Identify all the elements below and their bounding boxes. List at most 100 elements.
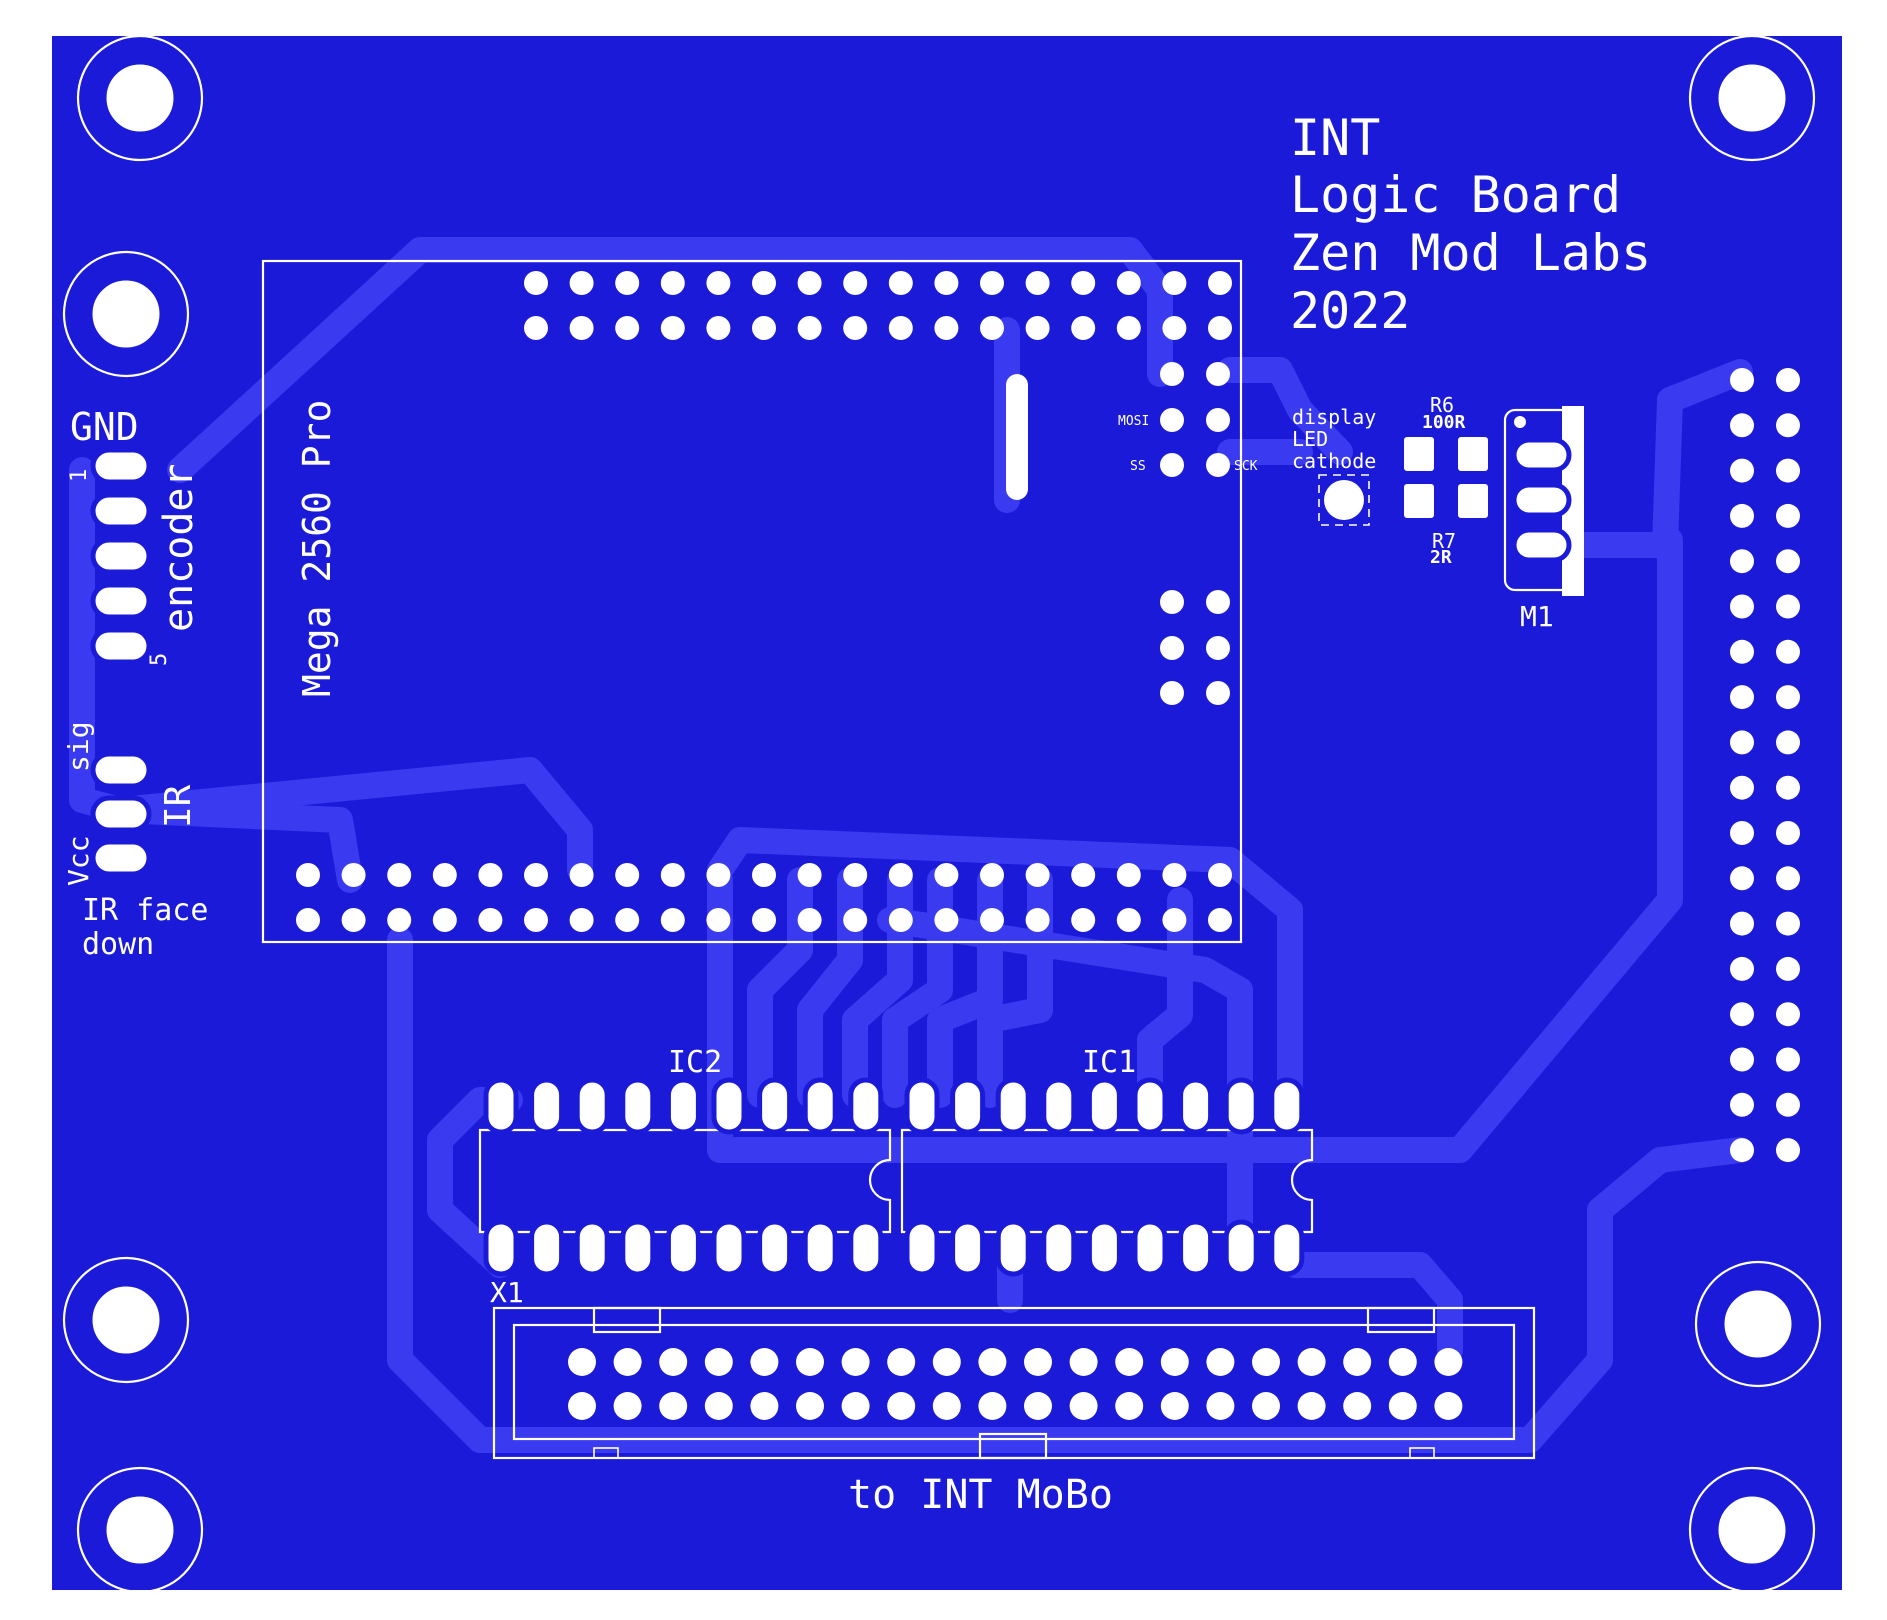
mcu-pin-pad bbox=[1160, 362, 1184, 386]
mcu-pin-pad bbox=[1208, 908, 1232, 932]
mounting-hole bbox=[87, 275, 165, 353]
ir-label: IR bbox=[158, 784, 199, 828]
ic1: IC1 bbox=[900, 1045, 1314, 1234]
mcu-pin-pad bbox=[843, 271, 868, 295]
mcu-pin-pad bbox=[1071, 271, 1096, 295]
mcu-pin-pad bbox=[752, 863, 776, 887]
ic2-label: IC2 bbox=[668, 1045, 722, 1080]
connector-pads bbox=[568, 1348, 1463, 1420]
mcu-pin-pad bbox=[296, 863, 320, 887]
mcu-pin-pad bbox=[843, 863, 868, 887]
mcu-outline bbox=[261, 259, 1243, 944]
ir-vcc-label: Vcc bbox=[62, 835, 95, 886]
display-label-line-3: cathode bbox=[1292, 449, 1376, 473]
mcu-label: Mega 2560 Pro bbox=[295, 400, 339, 697]
connector-pad bbox=[1343, 1348, 1372, 1376]
connector-pad bbox=[796, 1348, 824, 1376]
connector-pad bbox=[932, 1348, 961, 1376]
ic1-pad bbox=[1178, 1219, 1214, 1277]
mcu-pin-pad bbox=[1160, 636, 1184, 660]
ic1-pad bbox=[1223, 1219, 1259, 1277]
mounting-hole bbox=[1688, 34, 1816, 162]
mcu-pin-pad bbox=[660, 908, 685, 932]
right-header-pad bbox=[1776, 775, 1800, 800]
right-header-pad bbox=[1730, 821, 1754, 845]
connector-pad bbox=[659, 1348, 688, 1376]
display-label-line-2: LED bbox=[1292, 427, 1328, 451]
ic1-pad bbox=[1132, 1219, 1168, 1277]
r7-pad bbox=[1458, 484, 1488, 518]
mcu-pin-pad bbox=[660, 316, 685, 340]
connector-pad bbox=[1434, 1392, 1463, 1420]
mcu-pin-pad bbox=[1206, 636, 1230, 660]
mcu-pin-pad bbox=[296, 908, 320, 932]
ic1-pad bbox=[1223, 1077, 1259, 1135]
ic2-pad bbox=[757, 1219, 793, 1277]
ir-pad bbox=[90, 795, 152, 833]
ic1-pad bbox=[1041, 1219, 1077, 1277]
mcu-pin-pad bbox=[1206, 362, 1230, 386]
connector-pad bbox=[1388, 1348, 1417, 1376]
mcu-pin-pad bbox=[888, 316, 913, 340]
ic1-pad bbox=[1086, 1219, 1122, 1277]
mcu-pin-pad bbox=[797, 863, 822, 887]
connector-pad bbox=[1206, 1392, 1235, 1420]
right-header-pad bbox=[1730, 730, 1754, 755]
mcu-pin-pad bbox=[1162, 863, 1187, 887]
ic2-pad bbox=[802, 1219, 838, 1277]
ic2-pad bbox=[483, 1077, 519, 1135]
mcu-pin-pad bbox=[706, 863, 731, 887]
right-header-pad bbox=[1776, 821, 1800, 845]
r6-pad bbox=[1458, 437, 1488, 471]
mcu-pin-pad bbox=[980, 863, 1004, 887]
mounting-hole bbox=[62, 250, 190, 378]
ir-note-line-2: down bbox=[82, 927, 154, 962]
ic2-pad bbox=[665, 1219, 701, 1277]
right-header-pad bbox=[1776, 1092, 1800, 1117]
connector-pad bbox=[841, 1348, 870, 1376]
connector-pad bbox=[887, 1348, 916, 1376]
connector-key bbox=[978, 1432, 1048, 1460]
encoder-pad bbox=[90, 447, 152, 485]
encoder-pad bbox=[90, 492, 152, 530]
mcu-pin-pad bbox=[1206, 681, 1230, 705]
encoder-pads bbox=[90, 447, 152, 665]
right-header-pad bbox=[1776, 503, 1800, 528]
right-header-pad bbox=[1730, 1047, 1754, 1072]
mcu-pin-pad bbox=[1025, 316, 1050, 340]
mosfet-pad bbox=[1511, 527, 1572, 563]
right-pin-header bbox=[1730, 368, 1800, 1163]
mcu-pin-pad bbox=[387, 863, 412, 887]
connector-pad bbox=[978, 1392, 1007, 1420]
mcu-pin-pad bbox=[524, 316, 548, 340]
encoder-pin-first: 1 bbox=[67, 469, 92, 482]
mcu-pin-pad bbox=[432, 908, 457, 932]
ic2-pad bbox=[802, 1077, 838, 1135]
ic1-pad bbox=[904, 1077, 940, 1135]
right-header-pad bbox=[1730, 1002, 1754, 1027]
via-strip bbox=[1006, 374, 1028, 500]
mcu-pin-pad bbox=[1025, 863, 1050, 887]
connector-pad bbox=[704, 1348, 733, 1376]
display-label-line-1: display bbox=[1292, 405, 1376, 429]
mcu-pin-pad bbox=[797, 316, 822, 340]
mounting-hole bbox=[101, 59, 179, 137]
ic-pads bbox=[483, 1077, 1305, 1277]
ic1-pad bbox=[995, 1077, 1031, 1135]
right-header-pad bbox=[1730, 1138, 1754, 1163]
mcu-pin-pads bbox=[296, 271, 1232, 932]
mcu-pin-pad bbox=[843, 908, 868, 932]
connector-pad bbox=[1434, 1348, 1463, 1376]
connector-pad bbox=[1024, 1348, 1052, 1376]
ir-pad bbox=[90, 751, 152, 789]
connector-pad bbox=[1160, 1392, 1189, 1420]
display-pad-outline bbox=[1318, 474, 1370, 526]
connector-pad bbox=[887, 1392, 916, 1420]
right-header-pad bbox=[1776, 956, 1800, 981]
connector-pad bbox=[1115, 1348, 1144, 1376]
resistors: R6 100R R7 2R bbox=[1404, 393, 1488, 568]
encoder-pad bbox=[90, 537, 152, 575]
connector-name: X1 bbox=[490, 1276, 524, 1309]
mcu-pin-pad bbox=[1071, 863, 1096, 887]
right-header-pad bbox=[1730, 503, 1754, 528]
